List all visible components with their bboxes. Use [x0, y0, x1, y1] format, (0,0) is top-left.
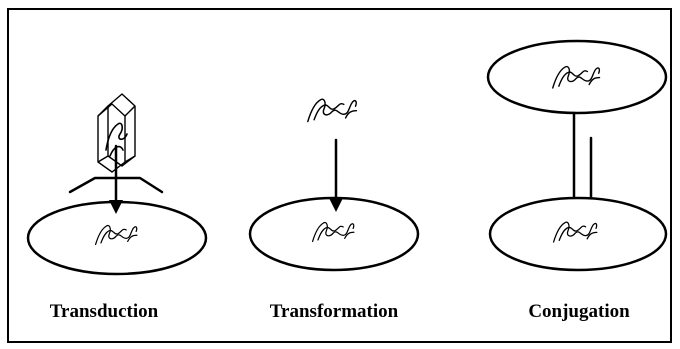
transformation-panel: Transformation: [248, 98, 420, 322]
uptake-arrow: [329, 138, 343, 212]
recipient-cell: [248, 196, 420, 272]
transformation-label: Transformation: [270, 301, 399, 322]
transduction-label: Transduction: [50, 301, 159, 322]
bacteriophage-icon: [68, 93, 164, 214]
conjugation-label: Conjugation: [528, 301, 630, 322]
recipient-cell: [26, 200, 208, 276]
recipient-cell: [488, 196, 668, 272]
transduction-panel: Transduction: [26, 93, 208, 322]
conjugation-panel: Conjugation: [486, 39, 668, 322]
